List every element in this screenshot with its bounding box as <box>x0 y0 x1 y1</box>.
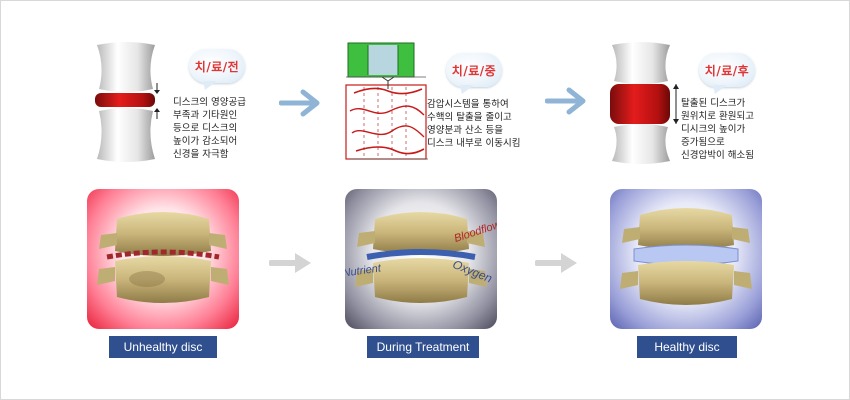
vertebra-after-illustration <box>610 42 679 164</box>
vertebra-before-illustration <box>95 42 160 162</box>
stage-after-description: 탈출된 디스크가 원위치로 환원되고 디시크의 높이가 증가됨으로 신경압박이 … <box>681 98 754 161</box>
healthy-disc-caption: Healthy disc <box>637 336 737 358</box>
arrow-right-icon <box>279 89 320 117</box>
arrow-right-icon <box>535 253 577 273</box>
healthy-disc-photo <box>610 189 762 329</box>
nutrient-label: Nutrient <box>345 262 383 279</box>
stage-before-bubble: 치/료/전 <box>189 49 245 83</box>
stage-after-bubble: 치/료/후 <box>699 53 755 87</box>
arrow-right-icon <box>545 87 586 115</box>
arrow-right-icon <box>269 253 311 273</box>
during-treatment-photo: Nutrient Bloodflow Oxygen <box>345 189 497 329</box>
during-treatment-caption: During Treatment <box>367 336 479 358</box>
unhealthy-disc-caption: Unhealthy disc <box>109 336 217 358</box>
unhealthy-disc-photo <box>87 189 239 329</box>
stage-during-description: 감압시스템을 통하여 수핵의 탈출을 줄이고 영양분과 산소 등을 디스크 내부… <box>427 99 521 149</box>
stage-before-description: 디스크의 영양공급 부족과 기타원인 등으로 디스크의 높이가 감소되어 신경을… <box>173 97 246 160</box>
decompression-illustration <box>345 42 428 160</box>
stage-during-bubble: 치/료/중 <box>446 53 502 87</box>
